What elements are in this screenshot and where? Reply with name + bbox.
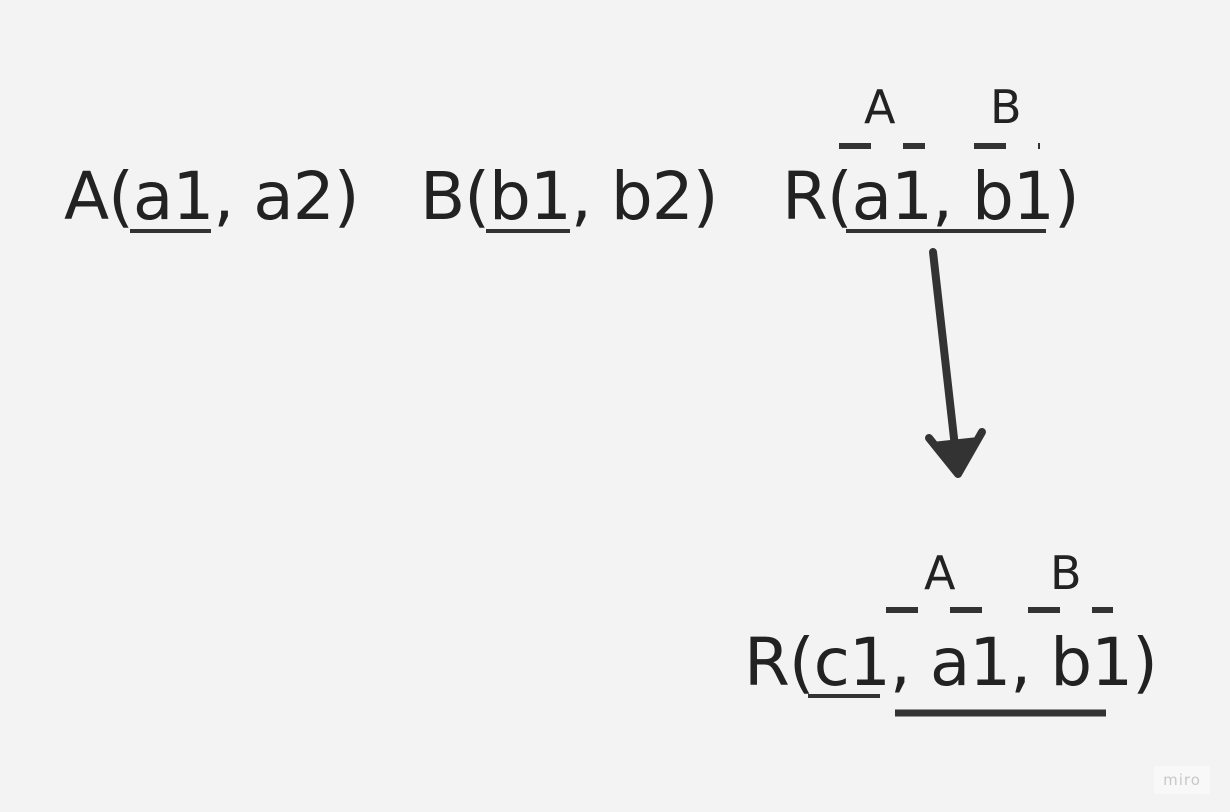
- miro-watermark: miro: [1154, 766, 1210, 794]
- relation-r2-close: ): [1132, 624, 1158, 701]
- relation-r-fk-label-b: B: [990, 80, 1022, 134]
- relation-a-primary-key: a1: [132, 158, 214, 235]
- relation-r-key-b1: b1: [972, 158, 1055, 235]
- relation-r2-attributes: , a1, b1: [889, 624, 1133, 701]
- relation-a-attributes: , a2): [213, 158, 359, 235]
- relation-r-fk-label-a: A: [864, 80, 896, 134]
- relation-r2-name: R(: [744, 624, 815, 701]
- relation-r2-primary-key: c1: [813, 624, 891, 701]
- relation-r-expression: R(a1, b1): [782, 164, 1080, 230]
- relation-r2-fk-label-a: A: [924, 546, 956, 600]
- relation-r2-expression: R(c1, a1, b1): [744, 630, 1158, 696]
- relation-a-expression: A(a1, a2): [64, 164, 360, 230]
- arrow-down-icon: [925, 248, 986, 478]
- relation-r-name: R(: [782, 158, 853, 235]
- relation-b-expression: B(b1, b2): [420, 164, 719, 230]
- relation-r2-fk-label-b: B: [1050, 546, 1082, 600]
- relation-b-attributes: , b2): [570, 158, 719, 235]
- relation-b-primary-key: b1: [489, 158, 572, 235]
- relation-a-name: A(: [64, 158, 134, 235]
- relation-b-name: B(: [420, 158, 490, 235]
- relation-r-key-a1: a1: [851, 158, 933, 235]
- relation-r-key-separator: ,: [932, 158, 973, 235]
- relation-r-close: ): [1053, 158, 1080, 235]
